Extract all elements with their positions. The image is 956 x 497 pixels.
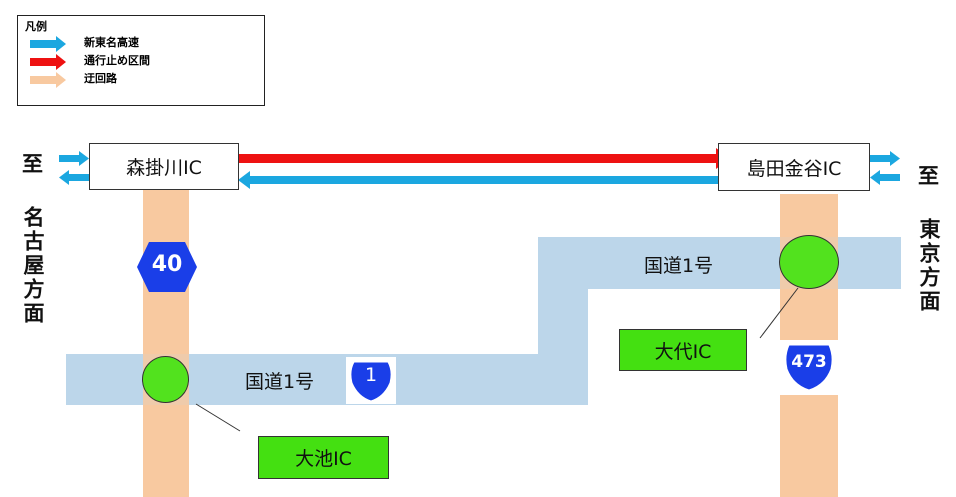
blue-arrow-icon xyxy=(30,36,66,52)
left-westbound-stub xyxy=(59,170,89,185)
ohike-leader-line xyxy=(195,403,241,432)
national-road-1-label-upper: 国道1号 xyxy=(644,255,714,277)
legend: 凡例 新東名高速 通行止め区間 迂回路 xyxy=(17,15,265,106)
national-road-1-label-lower: 国道1号 xyxy=(245,371,315,393)
legend-label-closed: 通行止め区間 xyxy=(84,54,150,67)
route-40-label: 40 xyxy=(151,252,183,277)
route-1-shield xyxy=(350,361,392,402)
ic-daidai: 大代IC xyxy=(619,329,747,371)
left-direction-to: 至 xyxy=(22,152,43,176)
left-direction-destination: 名古屋方面 xyxy=(21,206,45,326)
right-direction-destination: 東京方面 xyxy=(917,218,941,314)
left-eastbound-stub xyxy=(59,151,89,166)
route-40-shield xyxy=(137,242,197,292)
daidai-junction-marker xyxy=(779,235,839,289)
ic-ohike: 大池IC xyxy=(258,436,389,479)
ic-mori-kakegawa: 森掛川IC xyxy=(89,143,239,190)
legend-label-detour: 迂回路 xyxy=(84,72,117,85)
legend-title: 凡例 xyxy=(25,20,47,33)
route-1-shield-label: 1 xyxy=(364,364,378,386)
right-eastbound-stub xyxy=(870,151,900,166)
red-arrow-icon xyxy=(30,54,66,70)
daidai-leader-line xyxy=(759,287,799,339)
detour-road-left xyxy=(143,188,189,497)
right-direction-to: 至 xyxy=(918,164,939,188)
national-road-1-upper xyxy=(538,237,901,289)
orange-arrow-icon xyxy=(30,72,66,88)
legend-label-expressway: 新東名高速 xyxy=(84,36,139,49)
right-westbound-stub xyxy=(870,170,900,185)
closed-section-arrow xyxy=(238,148,730,169)
expressway-westbound-arrow xyxy=(238,171,720,189)
route-473-shield xyxy=(785,344,833,391)
ohike-junction-marker xyxy=(142,356,189,403)
ic-shimada-kanaya: 島田金谷IC xyxy=(718,143,870,191)
route-473-shield-label: 473 xyxy=(791,352,827,372)
